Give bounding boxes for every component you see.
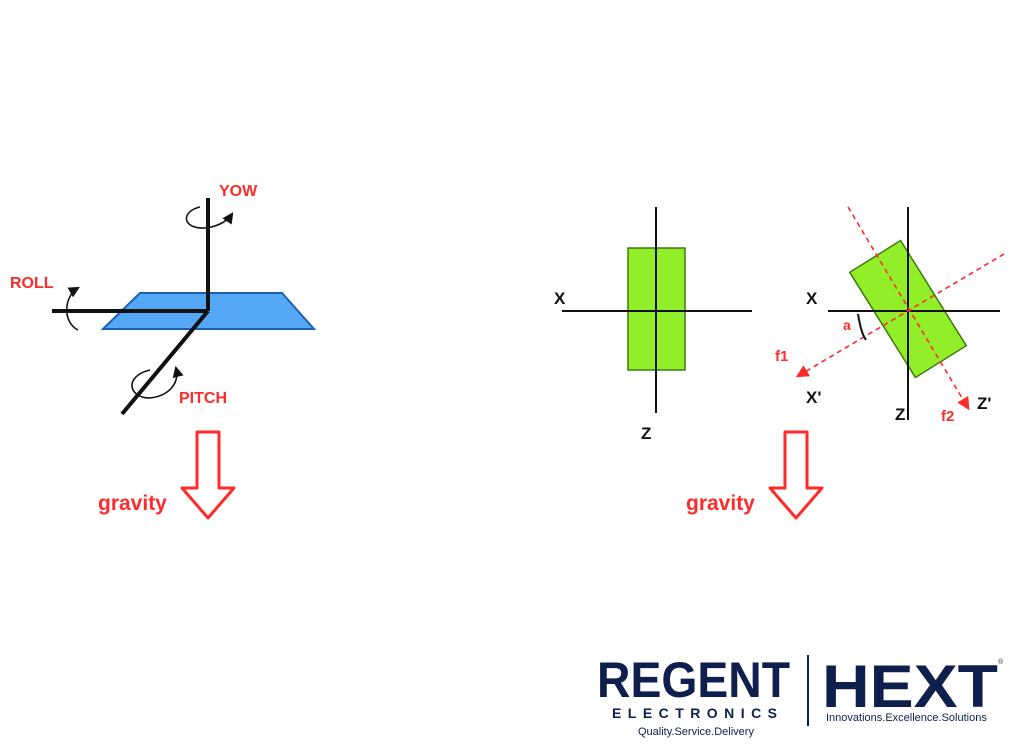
hext-tagline: Innovations.Excellence.Solutions	[826, 712, 987, 724]
pitch-label: PITCH	[179, 390, 227, 407]
regent-wordmark: REGENT	[597, 652, 790, 708]
x-prime-label: X'	[806, 388, 821, 407]
angle-arc	[857, 313, 867, 341]
f2-dashed-axis	[847, 206, 970, 411]
regent-tagline: Quality.Service.Delivery	[638, 726, 754, 738]
pitch-axis	[120, 309, 210, 416]
upright-x-label: X	[554, 289, 566, 308]
hext-wordmark: HEXT	[822, 653, 998, 720]
roll-label: ROLL	[10, 275, 54, 292]
upright-sensor-diagram: X Z	[554, 207, 752, 443]
roll-rotation-arrow-icon	[65, 286, 80, 331]
yaw-label: YOW	[219, 183, 258, 200]
gravity-label-right: gravity	[686, 492, 755, 515]
gravity-label-left: gravity	[98, 492, 167, 515]
left-diagram: YOW ROLL PITCH gravity	[10, 183, 317, 520]
electronics-wordmark: ELECTRONICS	[612, 705, 782, 721]
company-logo: REGENT ELECTRONICS Quality.Service.Deliv…	[597, 652, 1004, 738]
z-prime-label: Z'	[977, 394, 991, 413]
f1-label: f1	[775, 348, 788, 365]
tilted-z-label: Z	[895, 405, 905, 424]
upright-z-label: Z	[641, 424, 651, 443]
f1-dashed-axis	[795, 253, 1005, 378]
pitch-rotation-arrow-icon	[131, 365, 184, 399]
tilted-x-label: X	[806, 289, 818, 308]
angle-label: a	[843, 317, 851, 333]
yaw-rotation-arrow-icon	[185, 206, 234, 229]
gravity-arrow-icon	[768, 430, 824, 520]
tilted-sensor-diagram: X a f1 X' Z f2 Z' gravity	[686, 206, 1005, 520]
registered-mark: ®	[998, 658, 1004, 666]
gravity-arrow-icon	[180, 430, 236, 520]
f2-label: f2	[941, 408, 954, 425]
